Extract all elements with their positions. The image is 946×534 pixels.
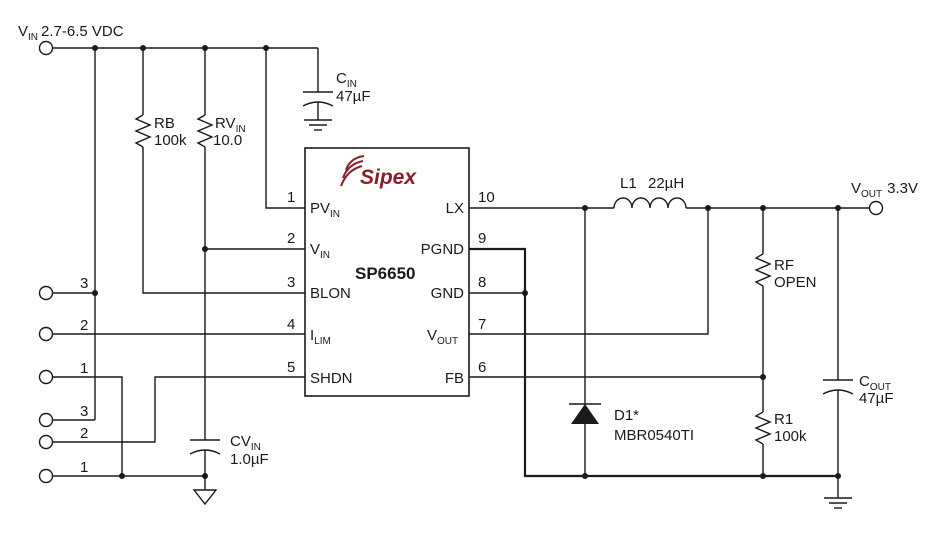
d1-label: D1* — [614, 407, 639, 424]
jumper-terminal[interactable] — [38, 412, 54, 428]
jumper-terminal[interactable] — [38, 468, 54, 484]
cin-value: 47µF — [336, 88, 371, 105]
l1-inductor — [613, 197, 687, 209]
cin-capacitor — [266, 47, 334, 120]
jumper-terminal[interactable] — [38, 285, 54, 301]
rb-resistor — [134, 48, 305, 294]
jumper-label: 2 — [80, 317, 88, 334]
sipex-logo: Sipex — [340, 155, 417, 189]
d1-diode — [569, 403, 601, 476]
lx-net — [469, 205, 614, 404]
jumper-terminals — [53, 292, 305, 479]
pin-name-pvin: PVIN — [310, 200, 340, 220]
pin-name-shdn: SHDN — [310, 370, 353, 387]
pin-number: 5 — [287, 359, 295, 376]
pin-number: 2 — [287, 230, 295, 247]
rvin-label: RVIN — [215, 115, 246, 135]
pin-number: 4 — [287, 316, 295, 333]
pin-number: 6 — [478, 359, 486, 376]
cvin-label: CVIN — [230, 433, 261, 453]
r1-label: R1 — [774, 411, 793, 428]
rf-value: OPEN — [774, 274, 817, 291]
ground-net — [469, 247, 841, 479]
jumper-label: 3 — [80, 403, 88, 420]
pin-number: 10 — [478, 189, 495, 206]
jumper-label: 2 — [80, 425, 88, 442]
jumper-terminal[interactable] — [38, 326, 54, 342]
pvin-wire — [265, 48, 305, 209]
vout-terminal[interactable] — [868, 200, 884, 216]
pin-name-gnd: GND — [431, 285, 465, 302]
pin-number: 3 — [287, 274, 295, 291]
jumper-terminal[interactable] — [38, 369, 54, 385]
r1-value: 100k — [774, 428, 807, 445]
pin-name-pgnd: PGND — [421, 241, 465, 258]
pin-number: 8 — [478, 274, 486, 291]
d1-value: MBR0540TI — [614, 427, 694, 444]
l1-value: 22µH — [648, 175, 684, 192]
rf-label: RF — [774, 257, 794, 274]
cout-capacitor — [822, 208, 854, 498]
cout-label: COUT — [859, 373, 891, 393]
pin-number: 1 — [287, 189, 295, 206]
cout-value: 47µF — [859, 390, 894, 407]
rb-label: RB — [154, 115, 175, 132]
pin-name-ilim: ILIM — [310, 327, 331, 347]
pin-name-lx: LX — [446, 200, 464, 217]
pin-name-fb: FB — [445, 370, 464, 387]
ic-part-number: SP6650 — [355, 264, 416, 283]
rb-value: 100k — [154, 132, 187, 149]
cvin-capacitor — [189, 439, 221, 506]
ic-body — [304, 147, 470, 397]
vin-terminal[interactable] — [38, 40, 54, 56]
pin-number: 7 — [478, 316, 486, 333]
jumper-label: 3 — [80, 275, 88, 292]
ground-symbol — [824, 497, 852, 509]
ground-symbol — [304, 119, 332, 131]
pin-name-vin: VIN — [310, 241, 330, 261]
pin-number: 9 — [478, 230, 486, 247]
pin-name-vout: VOUT — [427, 327, 458, 347]
pin-name-blon: BLON — [310, 285, 351, 302]
jumper-label: 1 — [80, 459, 88, 476]
r1-resistor — [754, 411, 772, 476]
rvin-value: 10.0 — [213, 132, 242, 149]
vout-rail — [469, 205, 869, 335]
rf-resistor — [754, 208, 772, 412]
jumper-label: 1 — [80, 360, 88, 377]
l1-label: L1 — [620, 175, 637, 192]
cin-label: CIN — [336, 70, 357, 90]
jumper-terminal[interactable] — [38, 434, 54, 450]
rvin-resistor — [196, 48, 305, 440]
vin-rail — [53, 45, 269, 51]
cvin-value: 1.0µF — [230, 451, 269, 468]
svg-text:Sipex: Sipex — [360, 166, 417, 189]
